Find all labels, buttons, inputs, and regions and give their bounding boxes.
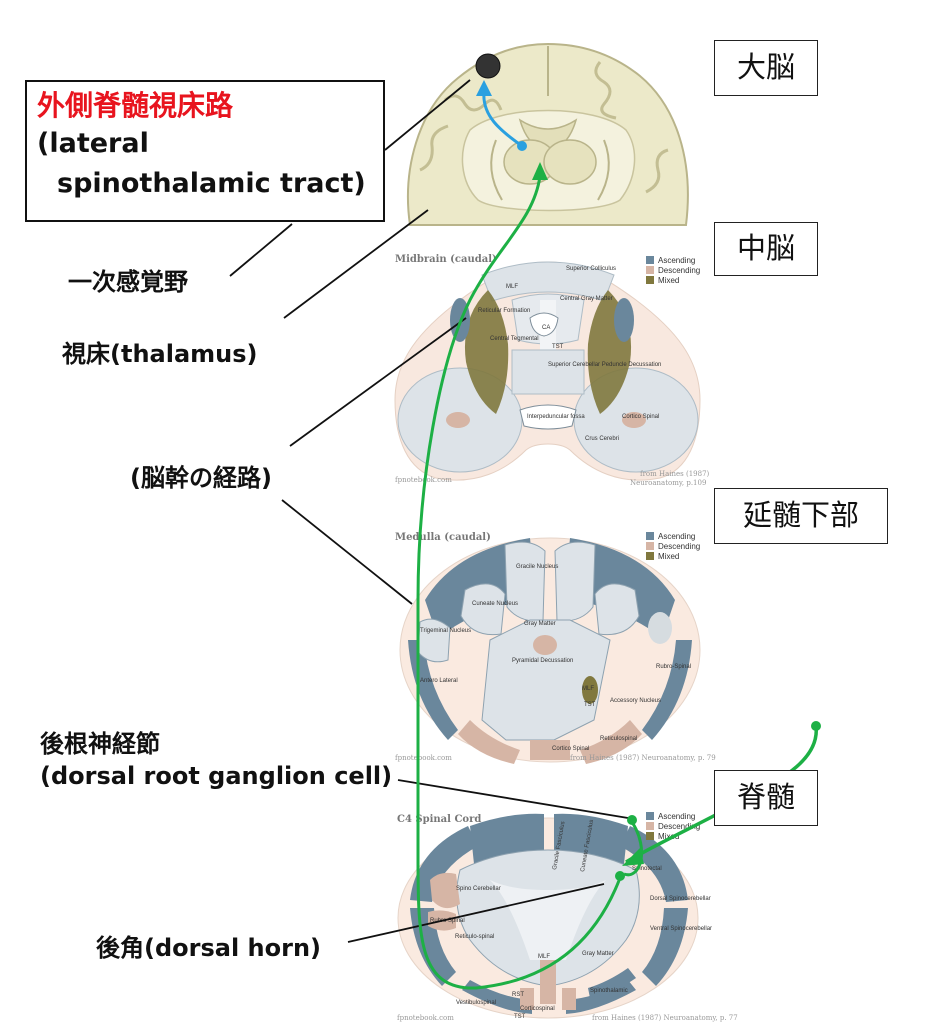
label-antero: Antero Lateral [420,678,458,684]
label-sp-cortico: Corticospinal [520,1006,555,1012]
thalamus-neuron [517,141,527,151]
label-superior-colliculus: Superior Colliculus [566,266,616,272]
label-brainstem-pathway: (脳幹の経路) [130,464,272,492]
brain-coronal-section [407,42,689,226]
label-med-tst: TST [584,702,596,708]
label-med-cortico: Cortico Spinal [552,746,589,752]
label-central-tegmental: Central Tegmental [490,336,539,342]
label-cuneate: Cuneate Nucleus [472,601,518,607]
primary-sensory-cortex-marker [475,53,501,79]
medulla-source: fpnotebook.com [395,754,452,762]
label-primary-sensory-cortex: 一次感覚野 [68,268,188,296]
region-label-spinal-cord: 脊髄 [714,770,818,826]
medulla-credit: from Haines (1987) Neuroanatomy, p. 79 [570,754,716,762]
label-tst: TST [552,344,564,350]
pointer-cortex-line [229,223,293,277]
label-spinothalamic: Spinothalamic [590,988,628,994]
midbrain-credit2: Neuroanatomy, p.109 [630,479,706,487]
midbrain-credit1: from Haines (1987) [640,470,710,478]
label-sp-gray: Gray Matter [582,951,614,957]
thalamocortical-fiber [482,91,523,148]
label-ventral-spino: Ventral Spinocerebellar [650,926,712,932]
label-reticulospinal: Reticulospinal [600,736,637,742]
region-label-midbrain: 中脳 [714,222,818,276]
legend-descending: Descending [658,266,700,275]
label-dorsal-spino: Dorsal Spinocerebellar [650,896,711,902]
midbrain-title: Midbrain (caudal) [395,254,497,265]
pointer-dorsal-horn-line [347,883,605,943]
receptor-ending [811,721,821,731]
label-trigeminal: Trigeminal Nucleus [420,628,471,634]
spinal-legend: Ascending Descending Mixed [646,812,700,841]
midbrain-section: Midbrain (caudal) Superior Colliculus Ce… [394,254,710,487]
label-spino-cer: Spino Cerebellar [456,886,501,892]
label-med-gray: Gray Matter [524,621,556,627]
label-ca: CA [542,325,550,331]
region-label-medulla: 延髄下部 [714,488,888,544]
pointer-thalamus-line [283,209,429,319]
legend-descending: Descending [658,542,700,551]
ascending-tract-fiber [416,175,622,990]
legend-mixed: Mixed [658,832,679,841]
pointer-brainstem-lower [281,499,413,605]
label-vestibulo: Vestibulospinal [456,1000,496,1006]
label-sp-mlf: MLF [538,954,550,960]
label-dorsal-root-ganglion-en: (dorsal root ganglion cell) [40,762,393,790]
afferent-arrowhead [622,848,644,866]
label-dorsal-horn: 後角(dorsal horn) [96,934,321,962]
legend-mixed: Mixed [658,276,679,285]
title-japanese: 外側脊髄視床路 [37,89,234,122]
label-pyramidal: Pyramidal Decussation [512,658,573,664]
medulla-legend: Ascending Descending Mixed [646,532,700,561]
label-reticular: Reticular Formation [478,308,530,314]
label-cortico: Cortico Spinal [622,414,659,420]
spinal-title: C4 Spinal Cord [397,814,481,825]
label-reticulo: Reticulo-spinal [455,934,494,940]
label-central-gray: Central Gray Matter [560,296,613,302]
legend-ascending: Ascending [658,532,695,541]
label-spinotectal: Spinotectal [632,866,662,872]
label-sp-tst: TST [514,1014,526,1020]
spinal-credit: from Haines (1987) Neuroanatomy, p. 77 [592,1014,738,1022]
label-interpeduncular: Interpeduncular fossa [527,414,585,420]
midbrain-legend: Ascending Descending Mixed [646,256,700,285]
label-scpd: Superior Cerebellar Peduncle Decussation [548,362,661,368]
spinal-cord-section: C4 Spinal Cord Spino Cerebellar Rubro Sp… [397,812,738,1022]
pointer-brainstem-upper [289,317,467,447]
label-mlf: MLF [506,284,518,290]
label-crus: Crus Cerebri [585,436,619,442]
spinothalamic-pathway [416,53,821,990]
title-english-line1: (lateral [37,128,149,159]
legend-ascending: Ascending [658,812,695,821]
region-label-cerebrum: 大脳 [714,40,818,96]
drg-fiber [623,821,644,877]
medulla-section: Medulla (caudal) Gracile Nucleus Cuneate… [395,532,716,764]
label-med-mlf: MLF [582,686,594,692]
label-dorsal-root-ganglion-jp: 後根神経節 [40,730,160,758]
tract-arrowhead [532,162,548,180]
dorsal-horn-neuron [615,871,625,881]
medulla-title: Medulla (caudal) [395,532,491,543]
label-rubro: Rubro-Spinal [656,664,691,670]
pointer-title-line [384,79,471,151]
dorsal-root-ganglion-cell [627,815,637,825]
label-rst: RST [512,992,524,998]
label-thalamus: 視床(thalamus) [62,340,258,368]
legend-mixed: Mixed [658,552,679,561]
thalamocortical-arrowhead [476,80,492,96]
label-sp-rubro: Rubro Spinal [430,918,465,924]
label-gracile: Gracile Nucleus [516,564,558,570]
spinal-source: fpnotebook.com [397,1014,454,1022]
pointer-lines [229,79,629,943]
pointer-drg-line [397,779,629,819]
legend-ascending: Ascending [658,256,695,265]
label-accessory: Accessory Nucleus [610,698,661,704]
title-english-line2: spinothalamic tract) [57,168,366,199]
legend-descending: Descending [658,822,700,831]
title-box: 外側脊髄視床路 (lateral spinothalamic tract) [25,80,385,222]
